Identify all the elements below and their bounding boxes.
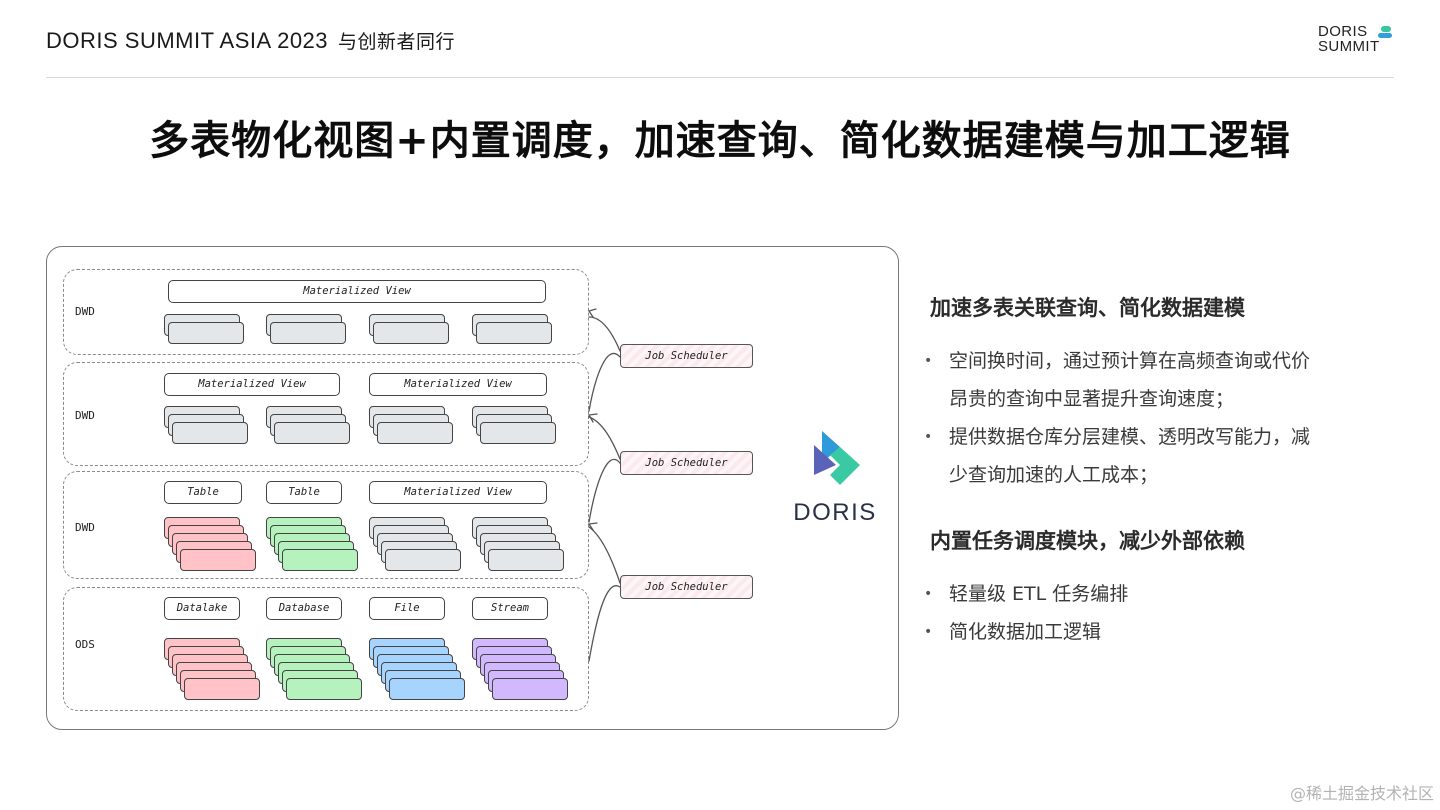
- summit-logo-line1: DORIS: [1318, 23, 1368, 40]
- table-card: [385, 549, 461, 571]
- bullet-dot-icon: •: [924, 353, 933, 369]
- section-title-acceleration: 加速多表关联查询、简化数据建模: [930, 296, 1245, 320]
- architecture-diagram: DWD Materialized View DWD Materialized V…: [46, 246, 899, 730]
- summit-logo: DORIS SUMMIT: [1318, 24, 1394, 54]
- table-card: [373, 322, 449, 344]
- table-card: [389, 678, 465, 700]
- job-scheduler-box: Job Scheduler: [620, 451, 753, 475]
- datalake-box: Datalake: [164, 597, 240, 620]
- layer-dwd-middle: DWD Materialized View Materialized View: [63, 362, 589, 466]
- bullet-dot-icon: •: [924, 586, 933, 602]
- bullet-line: 轻量级 ETL 任务编排: [949, 583, 1129, 605]
- layer-ods: ODS Datalake Database File Stream: [63, 587, 589, 711]
- logo-mark-icon: [1381, 26, 1391, 32]
- section-title-scheduler: 内置任务调度模块，减少外部依赖: [930, 529, 1245, 553]
- table-card: [282, 549, 358, 571]
- doris-logo: DORIS: [792, 427, 882, 527]
- table-card: [184, 678, 260, 700]
- job-scheduler-box: Job Scheduler: [620, 344, 753, 368]
- event-name: DORIS SUMMIT ASIA 2023: [46, 28, 329, 53]
- flow-arrows: [587, 308, 621, 662]
- event-tagline: 与创新者同行: [338, 31, 456, 53]
- bullet-line: 简化数据加工逻辑: [949, 621, 1102, 643]
- table-card: [488, 549, 564, 571]
- bullet-dot-icon: •: [924, 624, 933, 640]
- database-box: Database: [266, 597, 342, 620]
- materialized-view-box: Materialized View: [164, 373, 340, 396]
- table-card: [286, 678, 362, 700]
- summit-logo-line2: SUMMIT: [1318, 38, 1380, 55]
- bullet-line: 少查询加速的人工成本；: [949, 464, 1159, 486]
- bullet-line: 昂贵的查询中显著提升查询速度；: [949, 388, 1235, 410]
- table-card: [270, 322, 346, 344]
- stream-box: Stream: [472, 597, 548, 620]
- materialized-view-box: Materialized View: [168, 280, 546, 303]
- file-box: File: [369, 597, 445, 620]
- logo-mark-icon-lower: [1378, 33, 1392, 38]
- layer-dwd-bottom: DWD Table Table Materialized View: [63, 471, 589, 579]
- bullet-item: • 空间换时间，通过预计算在高频查询或代价 昂贵的查询中显著提升查询速度；: [920, 342, 1390, 418]
- bullet-item: • 提供数据仓库分层建模、透明改写能力，减 少查询加速的人工成本；: [920, 418, 1390, 494]
- layer-dwd-top: DWD Materialized View: [63, 269, 589, 355]
- table-box: Table: [164, 481, 242, 504]
- layer-label: DWD: [75, 521, 95, 534]
- materialized-view-box: Materialized View: [369, 481, 547, 504]
- bullet-line: 提供数据仓库分层建模、透明改写能力，减: [949, 426, 1311, 448]
- layer-label: DWD: [75, 305, 95, 318]
- table-card: [172, 422, 248, 444]
- layer-label: DWD: [75, 409, 95, 422]
- slide-header: DORIS SUMMIT ASIA 2023 与创新者同行 DORIS SUMMI…: [46, 0, 1394, 78]
- doris-logo-word: DORIS: [793, 499, 877, 526]
- event-title: DORIS SUMMIT ASIA 2023 与创新者同行: [46, 27, 455, 54]
- bullet-line: 空间换时间，通过预计算在高频查询或代价: [949, 350, 1311, 372]
- bullet-item: • 简化数据加工逻辑: [920, 613, 1390, 651]
- table-card: [168, 322, 244, 344]
- materialized-view-box: Materialized View: [369, 373, 547, 396]
- doris-logo-icon: [814, 431, 860, 485]
- slide-title: 多表物化视图+内置调度，加速查询、简化数据建模与加工逻辑: [149, 118, 1291, 164]
- table-card: [492, 678, 568, 700]
- table-card: [476, 322, 552, 344]
- table-card: [377, 422, 453, 444]
- table-card: [180, 549, 256, 571]
- bullet-dot-icon: •: [924, 429, 933, 445]
- job-scheduler-box: Job Scheduler: [620, 575, 753, 599]
- table-card: [480, 422, 556, 444]
- bullet-item: • 轻量级 ETL 任务编排: [920, 575, 1390, 613]
- table-card: [274, 422, 350, 444]
- watermark: @稀土掘金技术社区: [1289, 784, 1434, 803]
- table-box: Table: [266, 481, 342, 504]
- layer-label: ODS: [75, 638, 95, 651]
